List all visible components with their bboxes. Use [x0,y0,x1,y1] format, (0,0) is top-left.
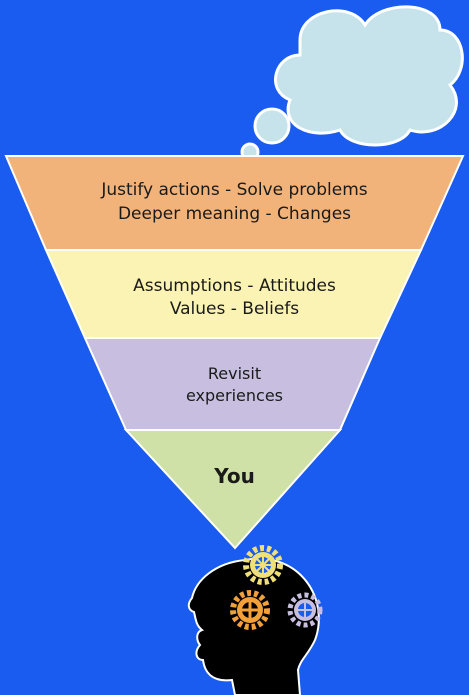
level-4-line-1: You [214,464,255,488]
thought-cloud-icon [240,5,464,162]
gear-icon-purple [287,592,323,628]
gear-icon-orange [230,590,270,630]
level-2-text: Assumptions - Attitudes Values - Beliefs [0,275,469,321]
level-2-line-1: Assumptions - Attitudes [133,276,336,296]
gear-icon-top [243,545,283,585]
level-3-line-2: experiences [185,386,283,405]
level-2-line-2: Values - Beliefs [169,299,300,319]
level-1-line-2: Deeper meaning - Changes [117,204,352,224]
level-1-line-1: Justify actions - Solve problems [101,180,368,200]
level-4-text: You [0,462,469,490]
level-3-text: Revisit experiences [0,363,469,407]
funnel-level-4 [123,429,343,550]
level-3-line-1: Revisit [207,364,262,383]
level-1-text: Justify actions - Solve problems Deeper … [0,178,469,226]
